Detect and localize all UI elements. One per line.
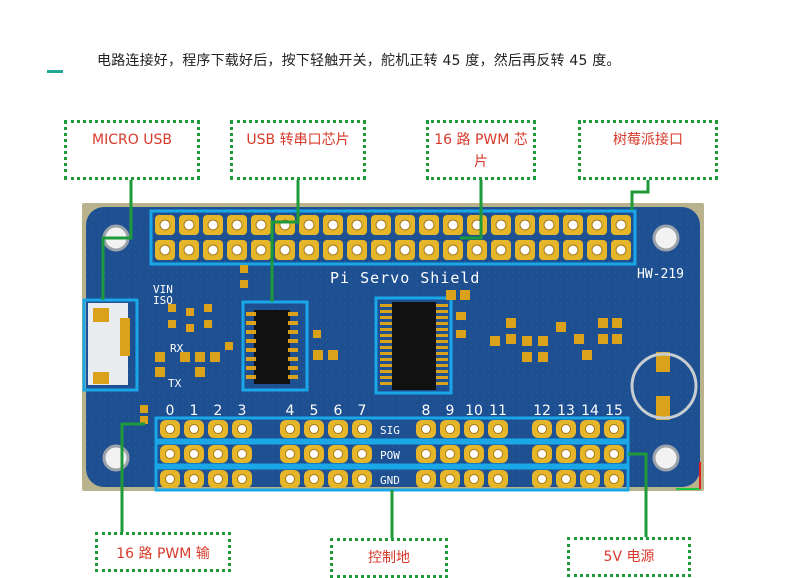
board-diagram: Pi Servo Shield HW-219 VIN ISO RX TX <box>82 180 704 541</box>
chip-pin <box>380 334 392 337</box>
channel-number: 3 <box>238 403 247 419</box>
callout-lines <box>101 180 650 541</box>
chip-pin <box>380 358 392 361</box>
channel-number: 8 <box>422 403 431 419</box>
label-pwm-chip: 16 路 PWM 芯片 <box>426 120 536 180</box>
board-model: HW-219 <box>637 267 684 282</box>
chip-pin <box>246 339 256 343</box>
chip-pin <box>288 348 298 352</box>
channel-number: 7 <box>358 403 367 419</box>
chip-pin <box>436 322 448 325</box>
chip-pin <box>380 310 392 313</box>
chip-pin <box>436 382 448 385</box>
gnd-label: GND <box>380 474 400 487</box>
chip-pin <box>436 346 448 349</box>
chip-pin <box>436 376 448 379</box>
channel-number: 12 <box>533 403 551 419</box>
sig-row-highlight <box>154 416 630 442</box>
chip-pin <box>288 312 298 316</box>
label-pi-header: 树莓派接口 <box>578 120 718 180</box>
channel-number: 9 <box>446 403 455 419</box>
channel-number: 2 <box>214 403 223 419</box>
chip-pin <box>380 304 392 307</box>
chip-pin <box>436 370 448 373</box>
usb-serial-chip <box>241 300 309 392</box>
servo-pins <box>160 420 624 488</box>
label-micro-usb: MICRO USB <box>64 120 200 180</box>
tx-label: TX <box>168 377 182 390</box>
chip-pin <box>436 364 448 367</box>
chip-pin <box>288 366 298 370</box>
chip-pin <box>436 304 448 307</box>
label-control-ground: 控制地 <box>330 538 448 578</box>
chip-pin <box>436 358 448 361</box>
channel-number: 13 <box>557 403 575 419</box>
micro-usb-connector <box>82 298 139 392</box>
chip-pin <box>436 352 448 355</box>
vin-label: VIN <box>153 283 173 296</box>
sig-label: SIG <box>380 424 400 437</box>
label-pwm-output: 16 路 PWM 输 <box>95 532 231 572</box>
chip-pin <box>246 375 256 379</box>
channel-number: 14 <box>581 403 599 419</box>
chip-pin <box>380 370 392 373</box>
chip-pin <box>246 321 256 325</box>
chip-pin <box>288 321 298 325</box>
label-5v-power: 5V 电源 <box>567 537 691 577</box>
chip-pin <box>436 316 448 319</box>
chip-pin <box>380 328 392 331</box>
pwm-chip <box>374 296 453 395</box>
channel-number: 5 <box>310 403 319 419</box>
chip-pin <box>436 310 448 313</box>
chip-pin <box>436 328 448 331</box>
chip-pin <box>380 340 392 343</box>
chip-pin <box>380 322 392 325</box>
chip-pin <box>380 364 392 367</box>
chip-pin <box>288 375 298 379</box>
channel-number: 4 <box>286 403 295 419</box>
smd-pads <box>140 265 670 424</box>
channel-number: 1 <box>190 403 199 419</box>
channel-number: 11 <box>489 403 507 419</box>
chip-pin <box>380 382 392 385</box>
pow-label: POW <box>380 449 400 462</box>
chip-pin <box>288 357 298 361</box>
battery-holder <box>630 352 698 420</box>
chip-pin <box>246 312 256 316</box>
board-name: Pi Servo Shield <box>330 269 480 287</box>
bullet-dash <box>47 70 63 73</box>
channel-number: 6 <box>334 403 343 419</box>
label-usb-serial-chip: USB 转串口芯片 <box>230 120 366 180</box>
channel-number: 0 <box>166 403 175 419</box>
rx-label: RX <box>170 342 184 355</box>
pi-header-pins <box>155 215 631 260</box>
pi-header-highlight <box>149 209 637 266</box>
iso-label: ISO <box>153 294 173 307</box>
chip-pin <box>246 366 256 370</box>
chip-pin <box>246 357 256 361</box>
chip-pin <box>380 376 392 379</box>
channel-number: 10 <box>465 403 483 419</box>
chip-pin <box>288 339 298 343</box>
chip-pin <box>380 352 392 355</box>
chip-pin <box>436 340 448 343</box>
channel-number: 15 <box>605 403 623 419</box>
chip-pin <box>246 348 256 352</box>
chip-pin <box>380 316 392 319</box>
chip-pin <box>246 330 256 334</box>
instruction-text: 电路连接好，程序下载好后，按下轻触开关，舵机正转 45 度，然后再反转 45 度… <box>97 53 621 69</box>
chip-pin <box>288 330 298 334</box>
chip-pin <box>436 334 448 337</box>
chip-pin <box>380 346 392 349</box>
